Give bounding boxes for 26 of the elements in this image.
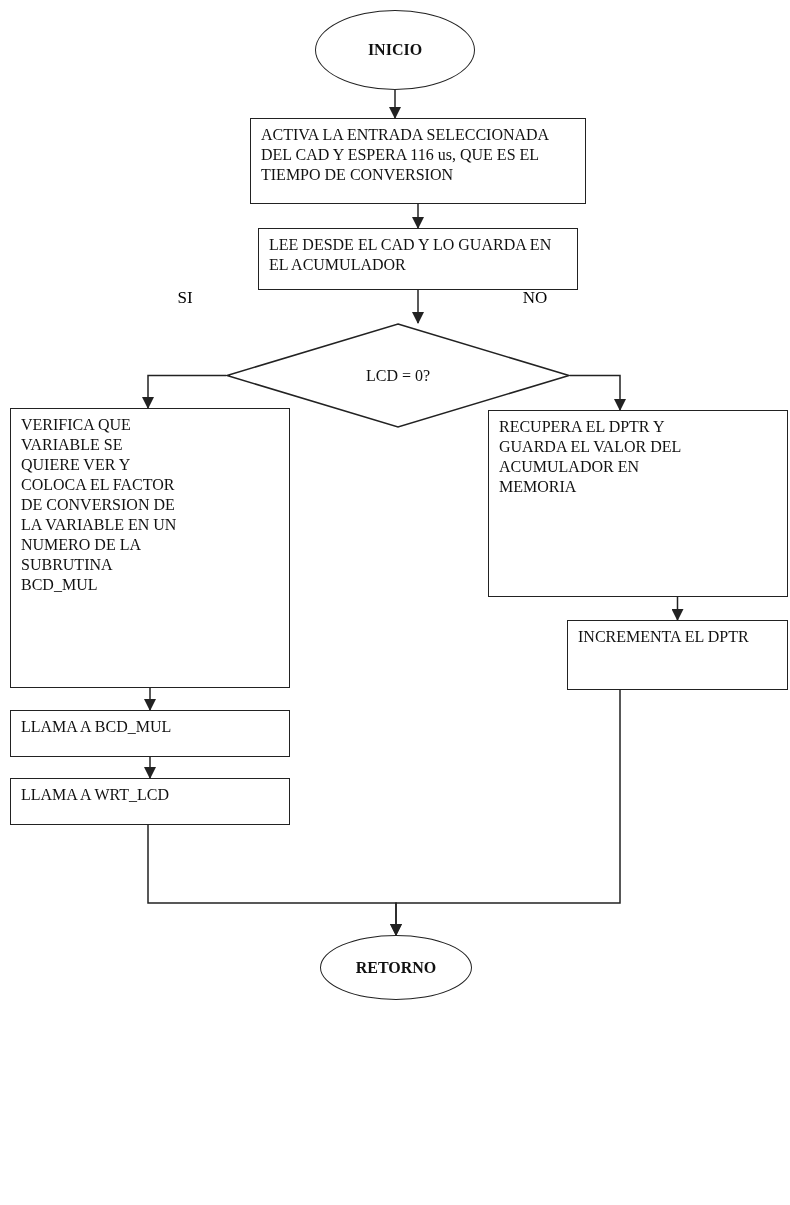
arrow [144, 687, 156, 711]
arrow [412, 289, 424, 324]
node-text: RECUPERA EL DPTR Y GUARDA EL VALOR DEL ACUMULADOR EN MEMORIA [499, 417, 682, 497]
node-text: LCD = 0? [365, 365, 431, 386]
process-box [258, 228, 578, 290]
process-box [10, 778, 290, 825]
arrow [569, 374, 626, 411]
process-box [10, 710, 290, 757]
arrow [671, 596, 684, 621]
process-box [10, 408, 290, 688]
node-text: LEE DESDE EL CAD Y LO GUARDA EN EL ACUMULADOR [269, 235, 553, 275]
node-text: ACTIVA LA ENTRADA SELECCIONADA DEL CAD Y ESPERA 116 us, QUE ES EL TIEMPO DE CONVERSION [261, 125, 550, 185]
arrow [142, 374, 227, 409]
arrow [412, 203, 424, 229]
arrow [144, 756, 156, 779]
node-text: INICIO [367, 40, 423, 60]
node-text: LLAMA A BCD_MUL [21, 717, 172, 737]
node-text: INCREMENTA EL DPTR [578, 627, 749, 647]
arrow [390, 689, 621, 936]
process-box [250, 118, 586, 204]
node-text: RETORNO [355, 957, 437, 978]
node-text: VERIFICA QUE VARIABLE SE QUIERE VER Y COLOCA EL FACTOR DE CONVERSION DE LA VARIABLE EN UN NUMERO DE LA SUBRUTINA BCD_MUL [21, 415, 178, 595]
node-text: LLAMA A WRT_LCD [21, 785, 170, 805]
arrow [389, 89, 401, 119]
process-box [567, 620, 788, 690]
process-box [488, 410, 788, 597]
